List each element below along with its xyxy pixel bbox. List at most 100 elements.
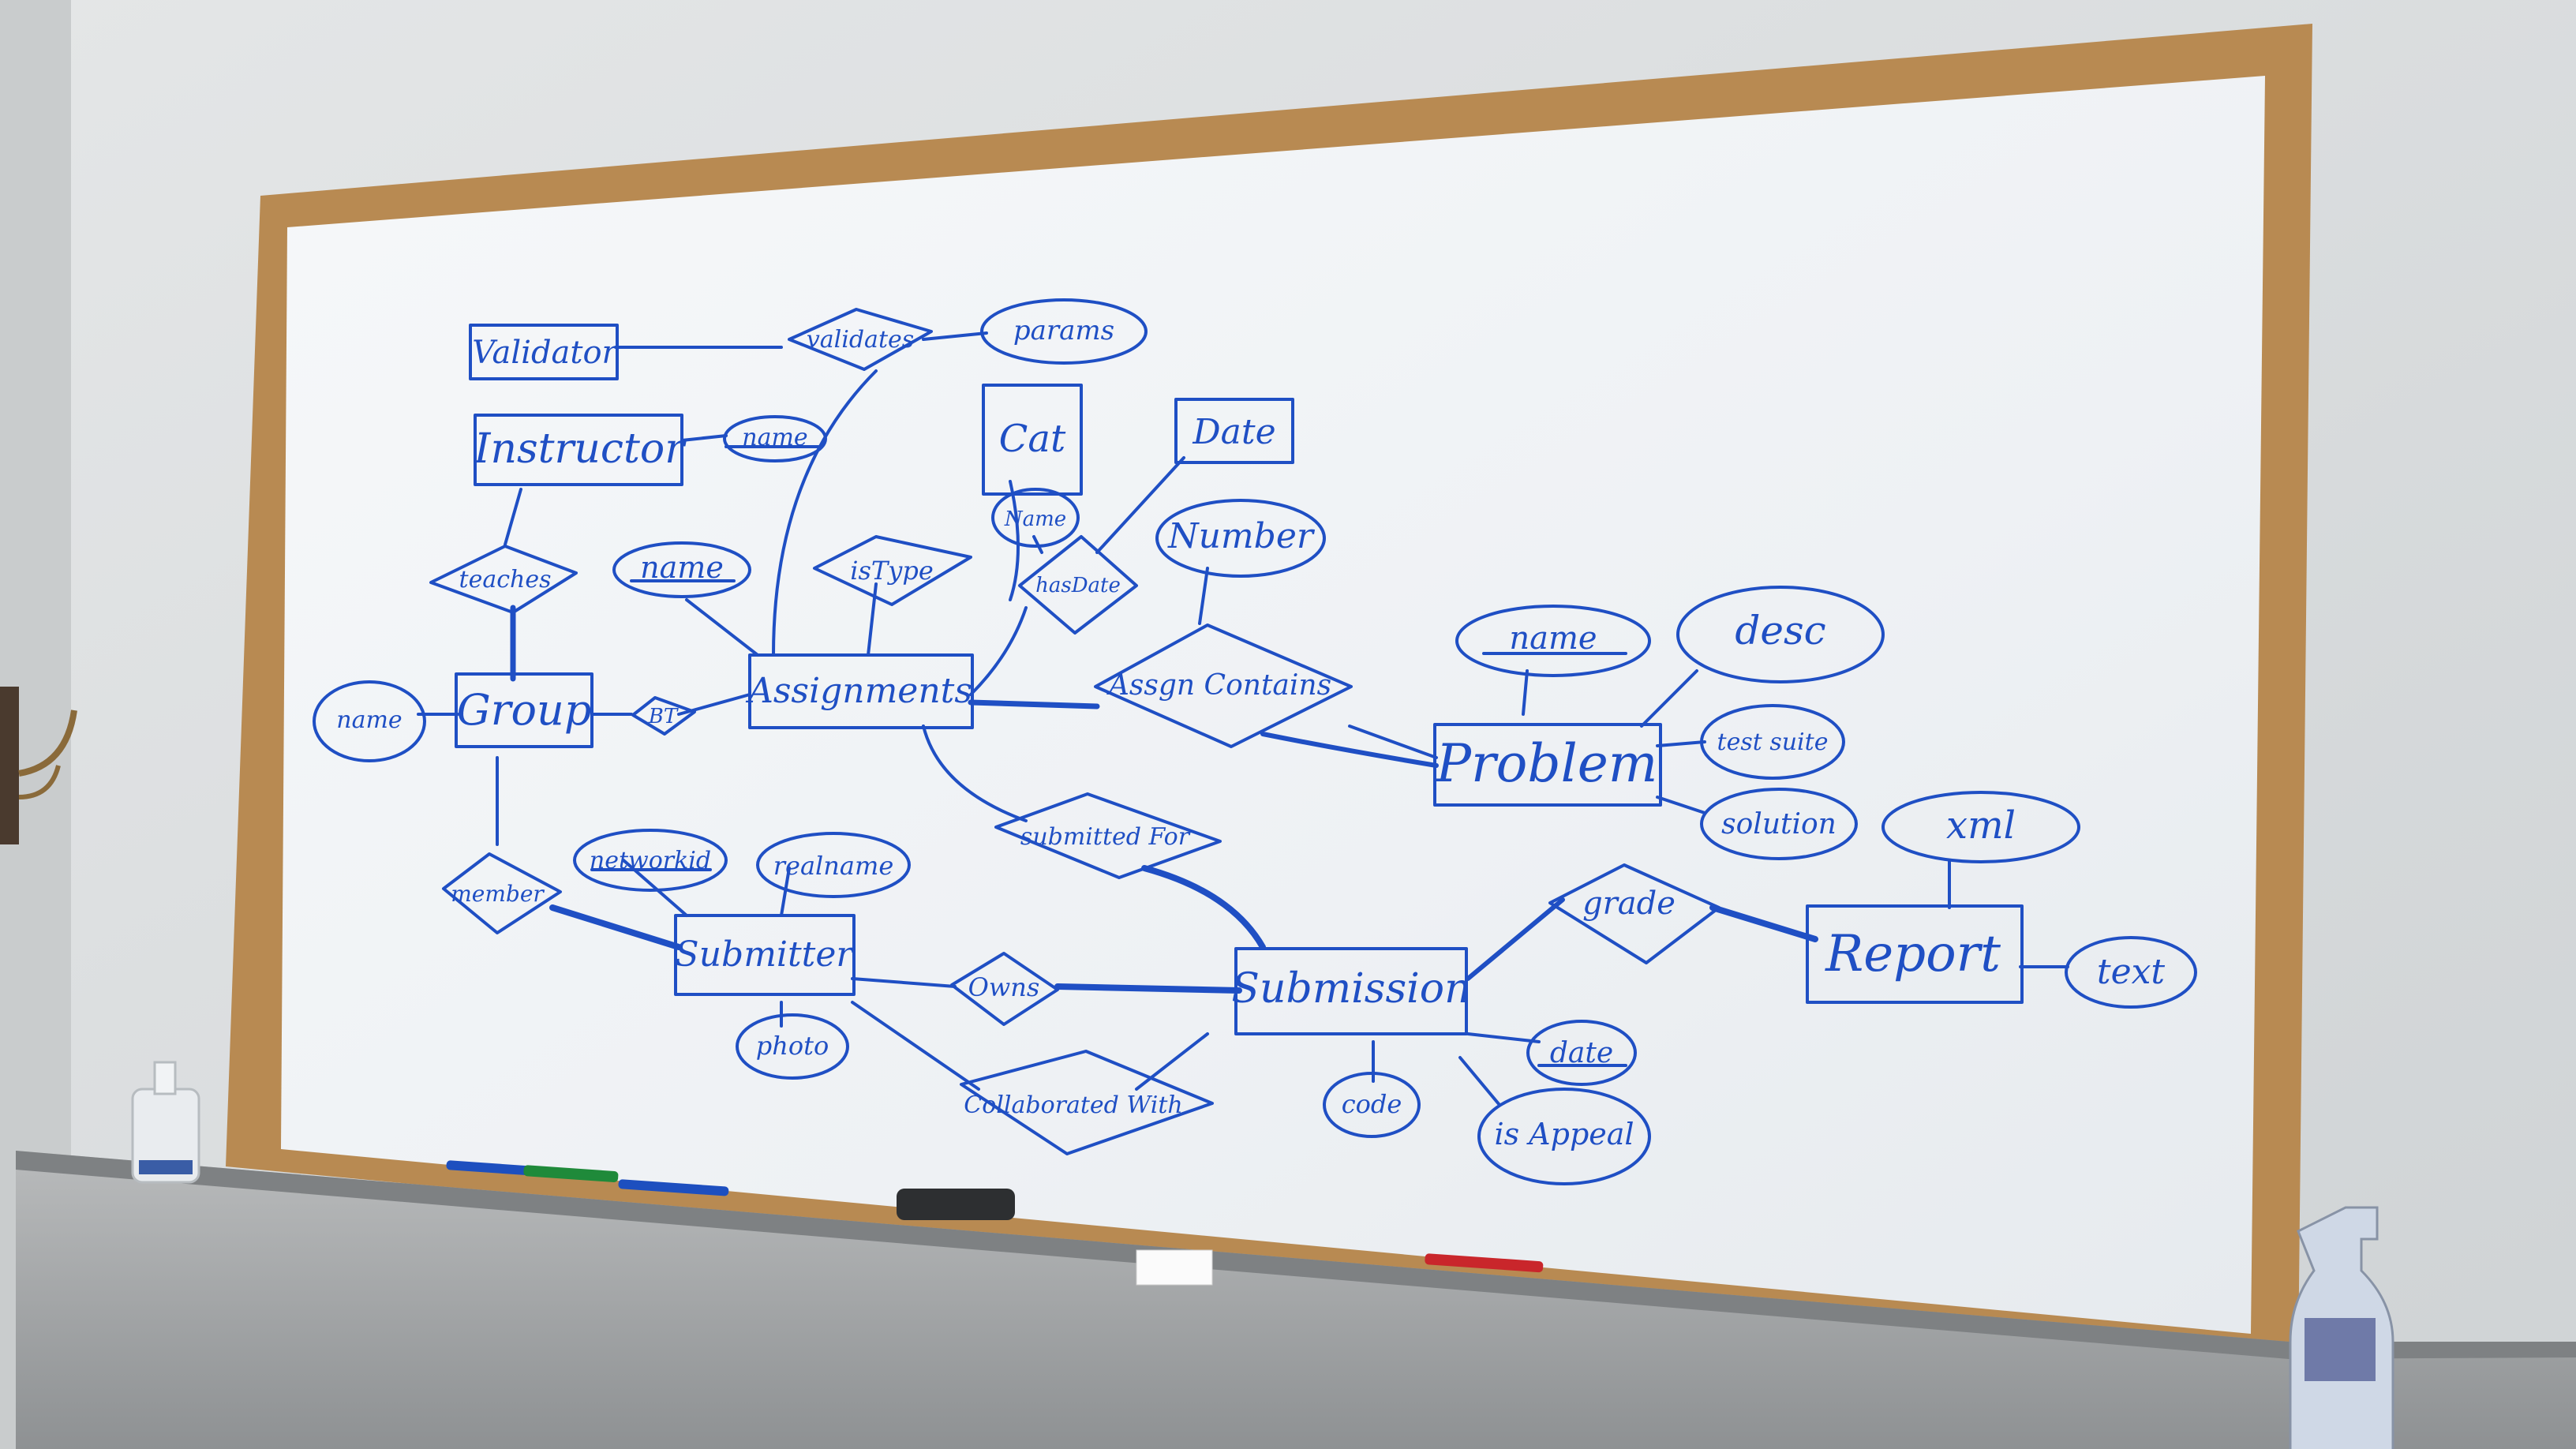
connector — [1141, 865, 1266, 950]
connector — [685, 598, 759, 657]
entity-submitter-box — [674, 914, 856, 996]
attr-code-ellipse — [1323, 1072, 1421, 1138]
label-istype: isType — [850, 556, 934, 586]
label-hasdate: hasDate — [1035, 574, 1121, 597]
label-cat: Cat — [999, 417, 1066, 461]
connector — [1260, 732, 1439, 768]
rel-grade-diamond — [1548, 863, 1720, 964]
attr-number-ellipse — [1155, 499, 1326, 578]
label-grade: grade — [1582, 886, 1676, 922]
attr-desc-ellipse — [1676, 586, 1885, 683]
connector — [1458, 1056, 1501, 1106]
connector — [1709, 904, 1818, 942]
label-instructor: Instructor — [474, 425, 687, 473]
label-instructor-name: name — [742, 424, 807, 451]
label-desc: desc — [1735, 608, 1825, 653]
entity-problem-box — [1433, 723, 1662, 807]
attr-assign-name-ellipse — [612, 541, 751, 598]
attr-text-ellipse — [2065, 936, 2197, 1009]
rel-assign-contains-diamond — [1094, 623, 1353, 748]
label-params: params — [1013, 315, 1114, 346]
connector — [851, 977, 957, 988]
connector — [1656, 796, 1706, 814]
entity-assignments-box — [748, 653, 974, 729]
label-assignments: Assignments — [745, 671, 972, 711]
connector — [969, 606, 1028, 696]
tray-sticker — [1136, 1249, 1213, 1286]
label-date-box: Date — [1192, 412, 1275, 452]
connector — [922, 724, 1028, 822]
label-realname: realname — [773, 851, 894, 881]
markers — [446, 1160, 1544, 1273]
attr-realname-ellipse — [756, 832, 911, 898]
attr-problem-name-ellipse — [1455, 605, 1651, 677]
rel-submitted-for-diamond — [994, 792, 1222, 879]
connector — [1348, 724, 1438, 759]
label-solution: solution — [1721, 808, 1837, 841]
entity-group-box — [455, 672, 593, 748]
label-owns: Owns — [968, 972, 1040, 1002]
label-submitter: Submitter — [676, 934, 856, 975]
connector — [1466, 1032, 1541, 1043]
connector — [968, 699, 1100, 710]
attr-isappeal-ellipse — [1477, 1088, 1651, 1185]
label-text: text — [2097, 952, 2166, 992]
connector — [780, 867, 791, 917]
rel-istype-diamond — [813, 535, 972, 606]
connector — [1466, 897, 1565, 981]
label-teaches: teaches — [459, 566, 552, 593]
label-date: date — [1550, 1037, 1613, 1069]
rel-collaborated-diamond — [960, 1050, 1214, 1155]
connector — [1135, 1032, 1209, 1091]
label-problem-name: name — [1509, 620, 1597, 657]
label-collaborated-with: Collaborated With — [964, 1091, 1182, 1119]
connector — [1640, 669, 1698, 728]
label-cat-name: Name — [1004, 507, 1066, 531]
label-networkid: networkid — [590, 847, 711, 874]
label-photo: photo — [756, 1031, 829, 1061]
connector — [680, 434, 728, 442]
connector — [1522, 669, 1529, 716]
label-assign-name: name — [640, 550, 724, 585]
entity-instructor-box — [474, 414, 683, 486]
label-problem: Problem — [1436, 733, 1658, 794]
entity-report-box — [1806, 904, 2024, 1004]
label-group: Group — [457, 685, 592, 735]
attr-params-ellipse — [980, 298, 1148, 365]
label-xml: xml — [1946, 803, 2016, 848]
attr-solution-ellipse — [1700, 788, 1858, 860]
entity-cat-box — [982, 384, 1083, 496]
board-surface — [281, 76, 2265, 1334]
connector — [1198, 567, 1209, 625]
rel-validates-diamond — [788, 308, 933, 371]
label-submitted-for: submitted For — [1020, 823, 1191, 851]
connector — [504, 488, 522, 546]
connector — [772, 369, 878, 657]
soap-bottle — [131, 1061, 200, 1184]
entity-validator-box — [469, 324, 619, 380]
connector — [1009, 480, 1020, 601]
entity-date-box — [1174, 398, 1294, 464]
rel-owns-diamond — [950, 952, 1059, 1026]
connector — [922, 331, 988, 341]
attr-cat-name-ellipse — [991, 488, 1080, 548]
label-validates: validates — [807, 326, 914, 354]
attr-instructor-name-ellipse — [723, 415, 827, 462]
rel-member-diamond — [442, 852, 562, 934]
marker-tray — [16, 1151, 2576, 1449]
connector — [549, 904, 682, 950]
attr-xml-ellipse — [1881, 791, 2080, 863]
eraser — [897, 1189, 1015, 1220]
connector — [851, 1001, 980, 1091]
attr-networkid-ellipse — [573, 829, 728, 892]
spray-bottle — [2289, 1206, 2394, 1449]
label-validator: Validator — [472, 335, 619, 371]
label-testsuite: test suite — [1717, 728, 1829, 756]
label-code: code — [1342, 1089, 1402, 1119]
attr-group-name-ellipse — [313, 680, 426, 762]
label-assign-contains: Assgn Contains — [1106, 669, 1331, 702]
label-number: Number — [1167, 516, 1316, 556]
coat-hook — [0, 687, 77, 844]
attr-testsuite-ellipse — [1700, 704, 1845, 780]
